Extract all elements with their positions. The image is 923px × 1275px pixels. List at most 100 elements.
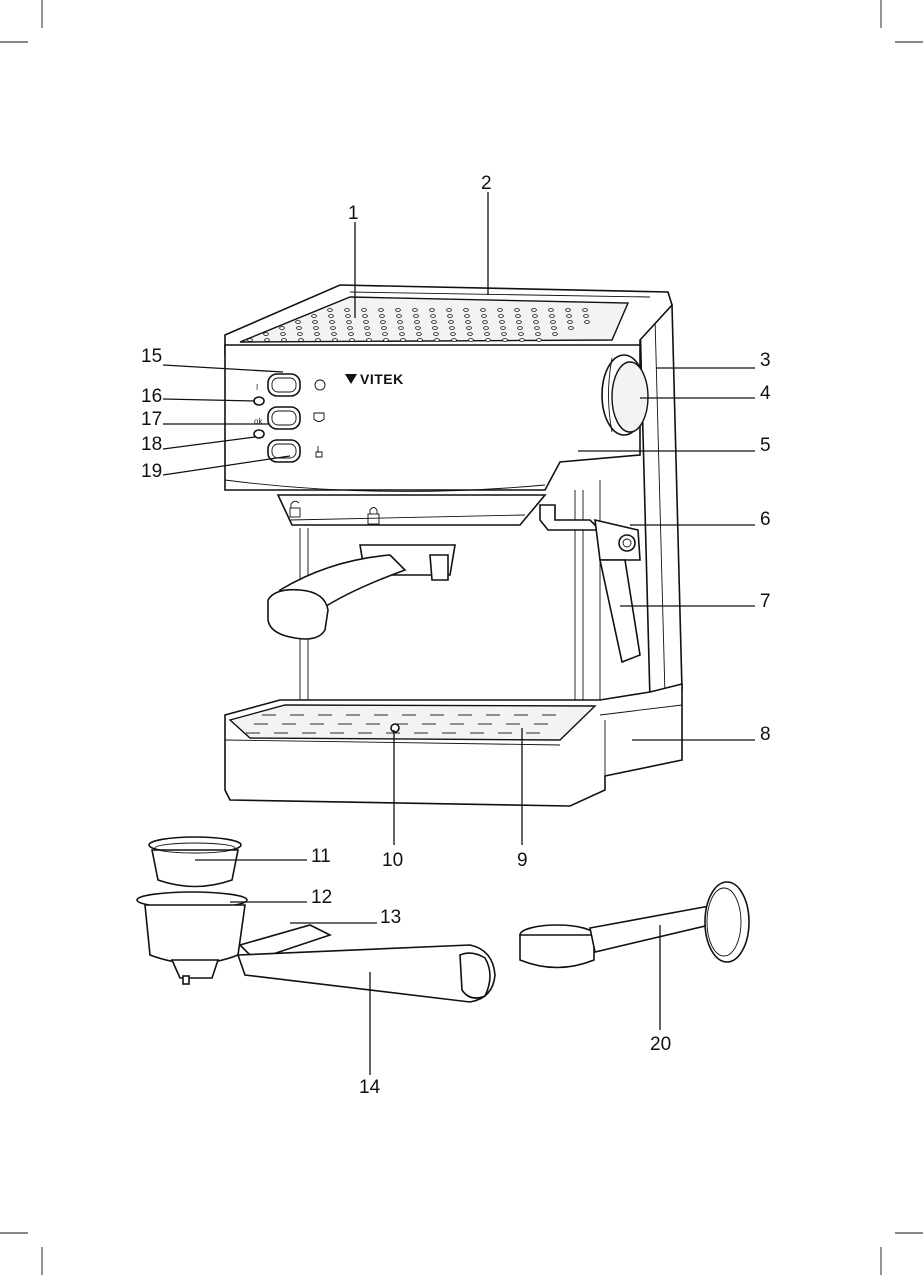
cup-warmer-hole <box>315 338 321 342</box>
steam-wand <box>539 504 641 664</box>
cup-warmer-hole <box>344 308 350 312</box>
cup-warmer-hole <box>517 326 523 330</box>
callout-16: 16 <box>141 386 162 407</box>
cup-warmer-hole <box>332 338 338 342</box>
callout-11: 11 <box>311 846 331 867</box>
coffee-cup-icon <box>313 412 325 422</box>
cup-warmer-hole <box>298 338 304 342</box>
brand-logo: VITEK <box>345 371 403 387</box>
cup-warmer-hole <box>467 332 473 336</box>
cup-warmer-hole <box>500 326 506 330</box>
cup-warmer-hole <box>536 338 542 342</box>
cup-warmer-hole <box>312 320 318 324</box>
cup-warmer-hole <box>434 338 440 342</box>
callout-5: 5 <box>760 435 771 456</box>
cup-warmer-hole <box>566 314 572 318</box>
cup-warmer-holes <box>247 308 590 342</box>
cup-warmer-hole <box>516 320 522 324</box>
cup-warmer-hole <box>395 308 401 312</box>
cup-warmer-hole <box>329 320 335 324</box>
cup-warmer-hole <box>331 332 337 336</box>
cup-warmer-hole <box>349 338 355 342</box>
cup-warmer-hole <box>465 320 471 324</box>
cup-warmer-hole <box>535 332 541 336</box>
cup-warmer-hole <box>348 332 354 336</box>
cup-warmer-hole <box>549 314 555 318</box>
cup-warmer-hole <box>330 326 336 330</box>
cup-warmer-hole <box>313 326 319 330</box>
callout-labels: 1 2 3 4 5 6 7 8 9 10 11 12 13 14 15 16 1… <box>141 173 771 1098</box>
cup-warmer-hole <box>362 314 368 318</box>
cup-warmer-hole <box>295 320 301 324</box>
cup-warmer-hole <box>397 320 403 324</box>
cup-warmer-hole <box>429 308 435 312</box>
cup-warmer-hole <box>347 326 353 330</box>
steam-button[interactable] <box>267 439 301 463</box>
cup-warmer-hole <box>447 314 453 318</box>
cup-warmer-hole <box>280 332 286 336</box>
cup-warmer-hole <box>468 338 474 342</box>
power-icon <box>314 379 326 391</box>
cup-warmer-hole <box>396 314 402 318</box>
steam-icon <box>315 446 323 458</box>
cup-warmer-hole <box>551 326 557 330</box>
cup-warmer-hole <box>464 314 470 318</box>
control-panel: I ok <box>253 373 326 463</box>
cup-warmer-hole <box>296 326 302 330</box>
cup-warmer-hole <box>518 332 524 336</box>
cup-warmer-hole <box>485 338 491 342</box>
cup-warmer-hole <box>567 320 573 324</box>
cup-warmer-hole <box>380 320 386 324</box>
callout-9: 9 <box>517 850 528 871</box>
callout-10: 10 <box>382 850 403 871</box>
ready-indicator-label: ok <box>254 417 263 426</box>
inserted-portafilter <box>267 544 456 640</box>
cup-warmer-hole <box>378 308 384 312</box>
cup-warmer-hole <box>519 338 525 342</box>
cup-warmer-hole <box>364 326 370 330</box>
cup-warmer-hole <box>379 314 385 318</box>
cup-warmer-hole <box>412 308 418 312</box>
callout-19: 19 <box>141 461 162 482</box>
coffee-button[interactable] <box>267 406 301 430</box>
cup-warmer-hole <box>381 326 387 330</box>
callout-7: 7 <box>760 591 771 612</box>
cup-warmer-hole <box>552 332 558 336</box>
cup-warmer-hole <box>431 320 437 324</box>
cup-warmer-hole <box>484 332 490 336</box>
portafilter-handle <box>236 924 496 1003</box>
filter-double <box>136 891 248 985</box>
cup-warmer-hole <box>533 320 539 324</box>
tamper-spoon <box>519 881 750 969</box>
coffee-machine: VITEK I ok <box>224 284 683 807</box>
callout-17: 17 <box>141 409 162 430</box>
power-button[interactable] <box>267 373 301 397</box>
cup-warmer-hole <box>514 308 520 312</box>
cup-warmer-hole <box>365 332 371 336</box>
power-indicator-label: I <box>256 383 258 392</box>
cup-warmer-hole <box>383 338 389 342</box>
cup-warmer-hole <box>584 320 590 324</box>
cup-warmer-hole <box>532 314 538 318</box>
cup-warmer-hole <box>327 308 333 312</box>
cup-warmer-hole <box>416 332 422 336</box>
cup-warmer-hole <box>413 314 419 318</box>
cup-warmer-hole <box>361 308 367 312</box>
callout-3: 3 <box>760 350 771 371</box>
cup-warmer-hole <box>400 338 406 342</box>
cup-warmer-hole <box>463 308 469 312</box>
cup-warmer-hole <box>446 308 452 312</box>
callout-6: 6 <box>760 509 771 530</box>
callout-8: 8 <box>760 724 771 745</box>
cup-warmer-hole <box>366 338 372 342</box>
cup-warmer-hole <box>398 326 404 330</box>
cup-warmer-hole <box>498 314 504 318</box>
leader-lines <box>162 192 755 1075</box>
cup-warmer-hole <box>264 338 270 342</box>
callout-13: 13 <box>380 907 401 928</box>
cup-warmer-hole <box>432 326 438 330</box>
float-indicator <box>390 723 400 733</box>
filter-single <box>148 836 242 888</box>
callout-15: 15 <box>141 346 162 367</box>
